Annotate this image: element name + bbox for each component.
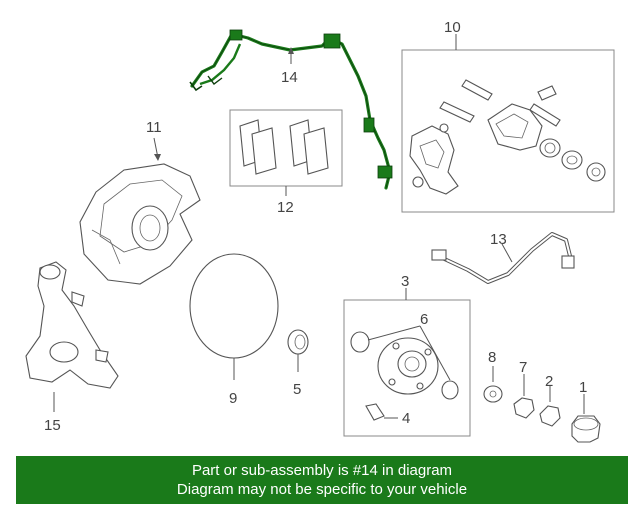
part-8-washer[interactable] xyxy=(483,385,503,403)
part-3-hub-assembly[interactable] xyxy=(350,331,459,421)
callout-6: 6 xyxy=(420,311,428,328)
callout-1: 1 xyxy=(579,379,587,396)
part-9-o-ring[interactable] xyxy=(189,253,279,359)
part-13-brake-hose[interactable] xyxy=(431,232,575,284)
part-5-seal[interactable] xyxy=(287,329,309,355)
callout-5: 5 xyxy=(293,381,301,398)
callout-12: 12 xyxy=(277,199,294,216)
part-2-lock-nut[interactable] xyxy=(539,405,561,427)
callout-2: 2 xyxy=(545,373,553,390)
parts-diagram: 14 10 12 11 xyxy=(25,19,615,443)
part-4-hub-bolt[interactable] xyxy=(365,403,385,421)
part-15-steering-knuckle[interactable] xyxy=(25,261,119,389)
callout-8: 8 xyxy=(488,349,496,366)
vehicle-fit-banner: Part or sub-assembly is #14 in diagram D… xyxy=(16,456,628,504)
callout-7: 7 xyxy=(519,359,527,376)
callout-3: 3 xyxy=(401,273,409,290)
callout-14: 14 xyxy=(281,69,298,86)
part-7-nut[interactable] xyxy=(513,397,535,419)
part-10-caliper-assembly[interactable] xyxy=(409,79,606,195)
part-14-sensor-harness[interactable] xyxy=(189,29,393,190)
callout-15: 15 xyxy=(44,417,61,434)
banner-line-part: Part or sub-assembly is #14 in diagram xyxy=(191,462,453,479)
callout-10: 10 xyxy=(444,19,461,36)
part-12-brake-pads[interactable] xyxy=(239,119,329,175)
callout-13: 13 xyxy=(490,231,507,248)
callout-11: 11 xyxy=(146,119,162,136)
callout-9: 9 xyxy=(229,390,237,407)
callout-4: 4 xyxy=(402,410,410,427)
part-6-ring-upper[interactable] xyxy=(350,331,370,353)
part-11-splash-shield[interactable] xyxy=(79,163,201,285)
part-6-ring-lower[interactable] xyxy=(441,380,459,400)
part-1-grease-cap[interactable] xyxy=(571,415,601,443)
banner-line-disclaimer: Diagram may not be specific to your vehi… xyxy=(176,481,468,498)
